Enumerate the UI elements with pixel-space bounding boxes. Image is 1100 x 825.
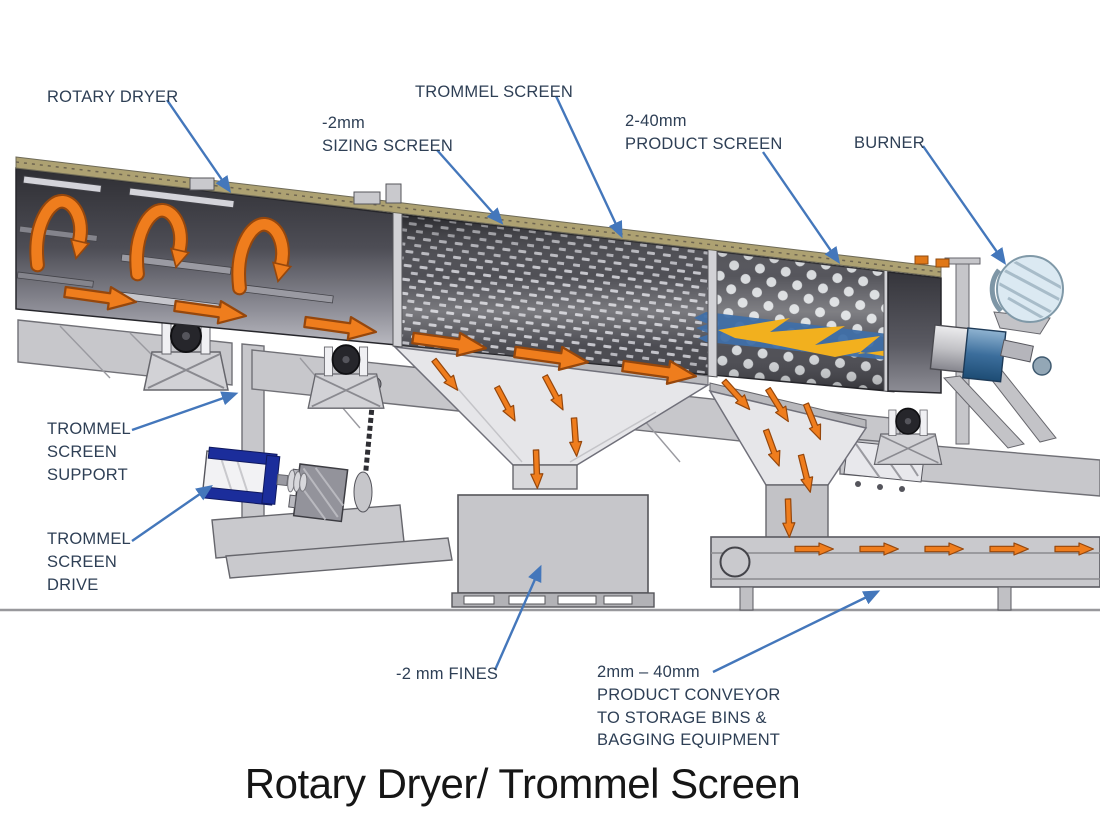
drum-top-accessories (189, 177, 950, 268)
pallet (451, 592, 655, 608)
burner-assembly (929, 255, 1064, 383)
label-trommel-screen-drive: TROMMEL SCREEN DRIVE (47, 530, 131, 594)
conveyor-roller (719, 546, 751, 578)
leader-burner (922, 145, 1007, 265)
label-trommel-screen: TROMMEL SCREEN (415, 83, 574, 101)
burner-circle (989, 255, 1064, 323)
label-trommel-screen-support: TROMMEL SCREEN SUPPORT (47, 420, 131, 484)
leader-trommel-screen (554, 95, 623, 239)
label-sizing-screen: -2mm SIZING SCREEN (322, 114, 453, 155)
rotary-dryer-section (15, 167, 398, 346)
drum-end-block (887, 271, 942, 394)
product-hopper (708, 382, 868, 541)
leader-rotary-dryer (166, 99, 232, 193)
leader-support (131, 391, 239, 432)
label-burner: BURNER (854, 134, 925, 152)
logo-band (694, 312, 935, 364)
slide-title: Rotary Dryer/ Trommel Screen (244, 760, 801, 807)
drive-motor (201, 446, 308, 506)
product-conveyor (710, 536, 1100, 611)
label-product-conveyor: 2mm – 40mm PRODUCT CONVEYOR TO STORAGE B… (597, 663, 781, 750)
leader-fines (493, 564, 542, 671)
label-fines: -2 mm FINES (396, 665, 499, 683)
leader-sizing-screen (436, 149, 504, 225)
trommel-screen-drive (201, 376, 453, 579)
label-rotary-dryer: ROTARY DRYER (47, 88, 179, 106)
fines-bin (451, 494, 655, 608)
leader-product-screen (762, 151, 841, 264)
label-product-screen: 2-40mm PRODUCT SCREEN (625, 112, 783, 153)
leader-drive (131, 484, 213, 542)
leader-conveyor (712, 590, 881, 674)
leader-arrows (131, 95, 1007, 674)
drum (15, 156, 950, 394)
